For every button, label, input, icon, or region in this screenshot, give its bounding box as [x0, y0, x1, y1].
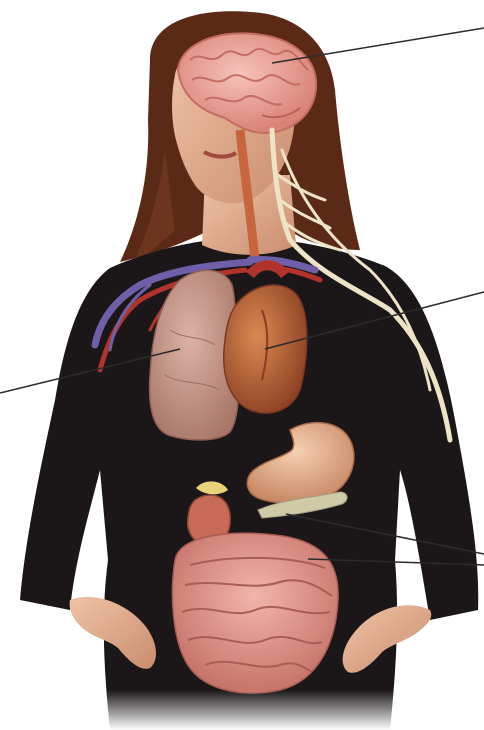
- intestines: [172, 533, 338, 693]
- bottom-fade: [0, 690, 484, 730]
